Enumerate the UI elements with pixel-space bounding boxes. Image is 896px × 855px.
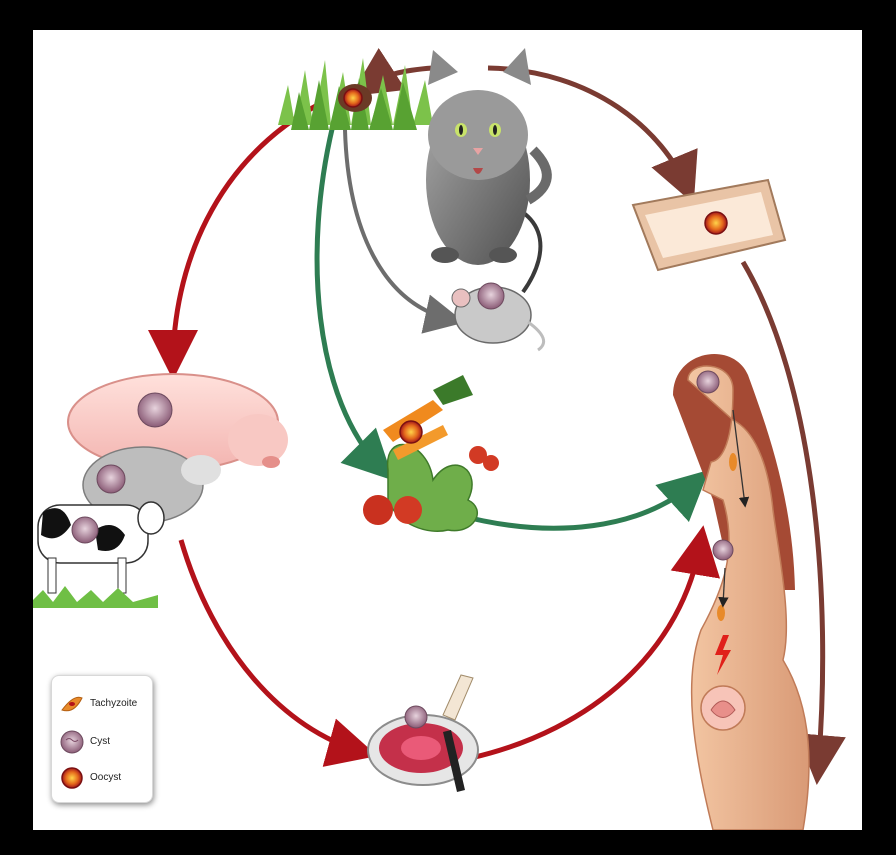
arrow-cat-to-soil	[363, 68, 433, 88]
cyst-icon	[61, 731, 83, 753]
arrow-livestock-to-meat	[181, 540, 363, 752]
legend-label-tachyzoite: Tachyzoite	[90, 698, 137, 709]
diagram-canvas: Tachyzoite Cyst Oocyst	[33, 30, 862, 830]
cat-illustration	[426, 48, 547, 265]
produce-illustration	[363, 375, 499, 531]
legend-label-cyst: Cyst	[90, 736, 110, 747]
mouse-illustration	[452, 283, 544, 350]
woman-illustration	[673, 354, 809, 830]
toxoplasma-lifecycle-diagram	[33, 30, 862, 830]
cow-illustration	[33, 502, 164, 608]
legend: Tachyzoite Cyst Oocyst	[51, 675, 153, 803]
arrow-soil-to-livestock	[173, 102, 323, 365]
tachyzoite-icon	[62, 697, 82, 711]
arrow-meat-to-human	[471, 540, 701, 758]
legend-label-oocyst: Oocyst	[90, 772, 121, 783]
meat-plate-illustration	[368, 675, 478, 792]
arrow-produce-to-human	[458, 480, 698, 528]
litter-box-illustration	[633, 180, 785, 270]
oocyst-icon	[62, 768, 82, 788]
